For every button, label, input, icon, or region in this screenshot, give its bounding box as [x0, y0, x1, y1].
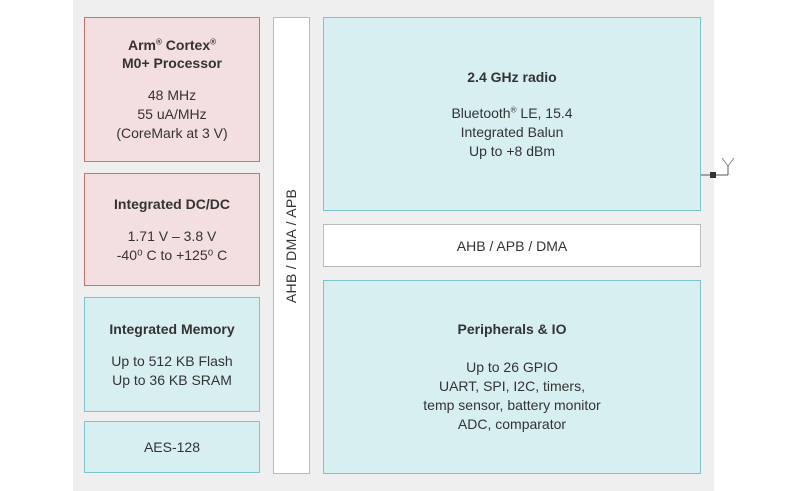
horizontal-bus: AHB / APB / DMA — [323, 224, 701, 267]
dcdc-block: Integrated DC/DC 1.71 V – 3.8 V -40⁰ C t… — [84, 173, 260, 286]
cpu-specs: 48 MHz 55 uA/MHz (CoreMark at 3 V) — [116, 86, 227, 143]
aes-label: AES-128 — [143, 439, 201, 455]
dcdc-specs: 1.71 V – 3.8 V -40⁰ C to +125⁰ C — [117, 227, 227, 265]
dcdc-spec-line: 1.71 V – 3.8 V — [127, 227, 217, 244]
radio-spec-line: Integrated Balun — [460, 123, 564, 140]
memory-specs: Up to 512 KB Flash Up to 36 KB SRAM — [111, 352, 232, 390]
peripherals-specs: Up to 26 GPIO UART, SPI, I2C, timers, te… — [423, 358, 600, 434]
radio-title: 2.4 GHz radio — [467, 68, 557, 85]
cpu-spec-line: (CoreMark at 3 V) — [116, 125, 228, 141]
peripherals-title: Peripherals & IO — [457, 321, 567, 337]
cpu-block: Arm® Cortex® M0+ Processor 48 MHz 55 uA/… — [84, 17, 260, 162]
radio-spec-line: Bluetooth® LE, 15.4 — [451, 104, 573, 121]
peripherals-spec-line: UART, SPI, I2C, timers, — [438, 378, 585, 394]
memory-block: Integrated Memory Up to 512 KB Flash Up … — [84, 297, 260, 412]
dcdc-title: Integrated DC/DC — [114, 195, 230, 212]
cpu-title-line2: M0+ Processor — [122, 55, 222, 71]
peripherals-block: Peripherals & IO Up to 26 GPIO UART, SPI… — [323, 280, 701, 474]
peripherals-spec-line: Up to 26 GPIO — [466, 359, 558, 375]
aes-block: AES-128 — [84, 421, 260, 473]
dcdc-spec-line: -40⁰ C to +125⁰ C — [116, 246, 228, 263]
cpu-title: Arm® Cortex® M0+ Processor — [122, 36, 222, 72]
radio-block: 2.4 GHz radio Bluetooth® LE, 15.4 Integr… — [323, 17, 701, 211]
memory-spec-line: Up to 36 KB SRAM — [112, 371, 232, 388]
memory-title: Integrated Memory — [109, 320, 235, 337]
cpu-spec-line: 48 MHz — [147, 87, 197, 103]
peripherals-spec-line: ADC, comparator — [457, 416, 567, 432]
radio-specs: Bluetooth® LE, 15.4 Integrated Balun Up … — [451, 104, 572, 161]
horizontal-bus-label: AHB / APB / DMA — [456, 237, 568, 254]
cpu-spec-line: 55 uA/MHz — [137, 106, 207, 122]
vertical-bus: AHB / DMA / APB — [273, 17, 310, 474]
memory-spec-line: Up to 512 KB Flash — [111, 352, 233, 369]
radio-spec-line: Up to +8 dBm — [469, 142, 555, 159]
peripherals-spec-line: temp sensor, battery monitor — [423, 397, 601, 413]
cpu-title-line1: Arm® Cortex® — [127, 37, 217, 53]
